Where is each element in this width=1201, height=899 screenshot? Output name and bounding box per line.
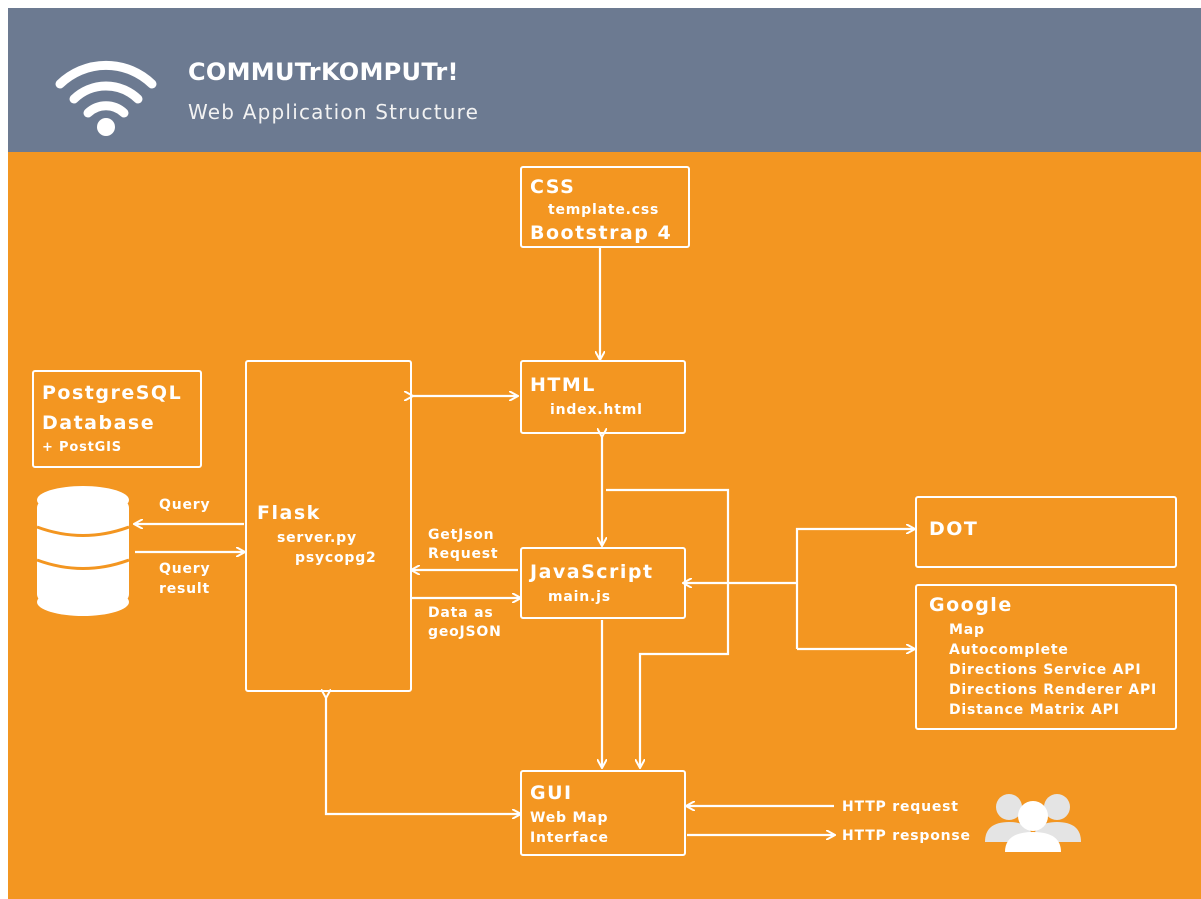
google-title: Google — [929, 594, 1013, 616]
dot-title: DOT — [929, 518, 979, 540]
flask-title: Flask — [257, 502, 321, 524]
wifi-icon — [55, 60, 157, 136]
google-item-autocomplete: Autocomplete — [949, 642, 1069, 658]
html-box: HTML index.html — [520, 360, 686, 434]
app-title: COMMUTrKOMPUTr! — [188, 58, 459, 86]
google-item-distance-matrix: Distance Matrix API — [949, 702, 1120, 718]
postgres-box: PostgreSQL Database + PostGIS — [32, 370, 202, 468]
label-getjson-2: Request — [428, 546, 499, 562]
edge-flask-gui — [326, 697, 520, 814]
label-http-request: HTTP request — [842, 799, 959, 815]
postgres-title-line1: PostgreSQL — [42, 382, 183, 404]
header-bar: COMMUTrKOMPUTr! Web Application Structur… — [8, 8, 1201, 152]
users-icon — [985, 794, 1081, 852]
gui-line1: Web Map — [530, 810, 609, 826]
label-query-result-1: Query — [159, 561, 211, 577]
label-geojson-2: geoJSON — [428, 624, 502, 640]
html-title: HTML — [530, 374, 596, 396]
edge-dot-branch — [795, 529, 914, 649]
label-query: Query — [159, 497, 211, 513]
html-file: index.html — [550, 402, 643, 418]
flask-box: Flask server.py psycopg2 — [245, 360, 412, 692]
edge-html-gui-loop — [606, 488, 730, 767]
google-item-directions-renderer: Directions Renderer API — [949, 682, 1158, 698]
label-http-response: HTTP response — [842, 828, 971, 844]
google-item-directions-service: Directions Service API — [949, 662, 1142, 678]
postgres-title-line2: Database — [42, 412, 156, 434]
label-getjson-1: GetJson — [428, 527, 495, 543]
javascript-box: JavaScript main.js — [520, 547, 686, 619]
css-template-file: template.css — [548, 202, 660, 218]
gui-line2: Interface — [530, 830, 609, 846]
css-title: CSS — [530, 176, 576, 198]
diagram-canvas: CSS template.css Bootstrap 4 HTML index.… — [8, 152, 1201, 899]
javascript-title: JavaScript — [530, 561, 654, 583]
database-icon — [36, 486, 130, 616]
flask-psycopg2: psycopg2 — [295, 550, 377, 566]
css-bootstrap: Bootstrap 4 — [530, 222, 673, 244]
label-geojson-1: Data as — [428, 605, 494, 621]
postgis-label: + PostGIS — [42, 440, 122, 455]
javascript-file: main.js — [548, 589, 611, 605]
connectors — [36, 248, 1081, 852]
css-box: CSS template.css Bootstrap 4 — [520, 166, 690, 248]
flask-server-file: server.py — [277, 530, 357, 546]
gui-box: GUI Web Map Interface — [520, 770, 686, 856]
dot-box: DOT — [915, 496, 1177, 568]
label-query-result-2: result — [159, 581, 210, 597]
google-box: Google Map Autocomplete Directions Servi… — [915, 584, 1177, 730]
google-item-map: Map — [949, 622, 985, 638]
gui-title: GUI — [530, 782, 573, 804]
app-subtitle: Web Application Structure — [188, 100, 480, 124]
